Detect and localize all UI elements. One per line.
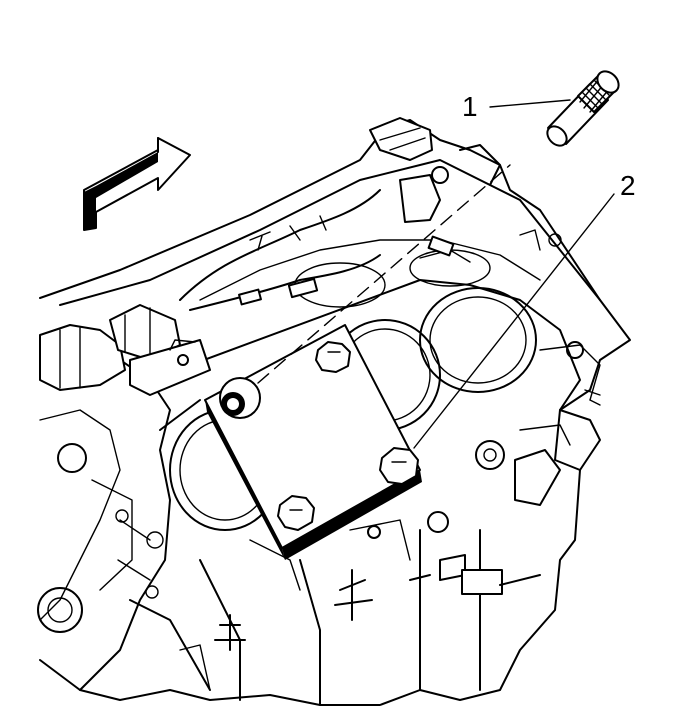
cylinder-head-bolt [277, 341, 419, 531]
installed-guide-pin [219, 377, 261, 419]
callout-1-label: 1 [462, 91, 478, 122]
holding-plate [204, 324, 422, 560]
leader-lines [257, 99, 615, 449]
direction-arrow-icon [83, 137, 191, 231]
engine-block [37, 117, 631, 706]
callout-2-label: 2 [620, 170, 636, 201]
guide-pin-icon [546, 70, 620, 147]
